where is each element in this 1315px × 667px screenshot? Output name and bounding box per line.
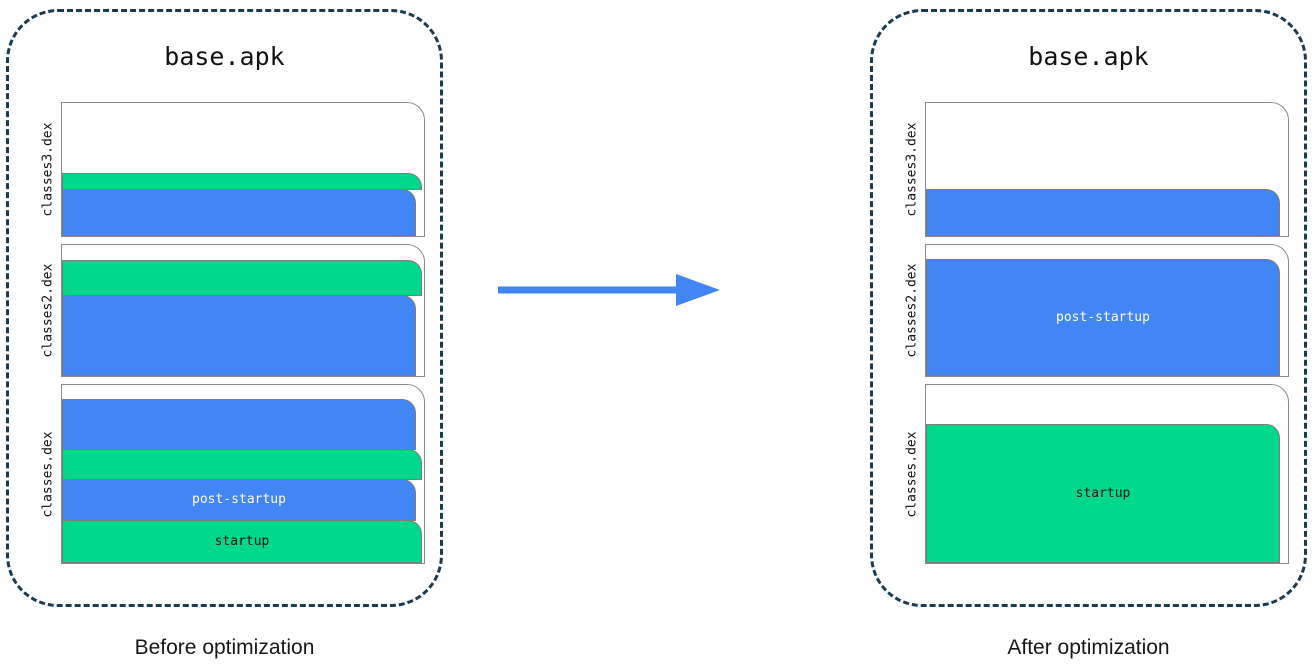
dex-bands (926, 103, 1288, 236)
dex-label-text: classes3.dex (904, 122, 920, 217)
dex-bands: post-startup startup (62, 385, 424, 563)
dex-label-text: classes2.dex (40, 263, 56, 358)
arrow-icon (498, 274, 720, 306)
band-startup (62, 260, 422, 296)
dex-group-after-classes: classes.dex startup (899, 384, 1289, 564)
dex-block-before-classes3 (61, 102, 425, 237)
dex-group-after-classes3: classes3.dex (899, 102, 1289, 237)
band-startup: startup (926, 424, 1280, 563)
band-label: post-startup (192, 492, 286, 508)
dex-label-after-classes: classes.dex (899, 384, 925, 564)
band-post-startup: post-startup (62, 478, 416, 522)
dex-label-text: classes.dex (40, 430, 56, 518)
dex-label-before-classes3: classes3.dex (35, 102, 61, 237)
band-post-startup: post-startup (926, 259, 1280, 376)
dex-label-before-classes2: classes2.dex (35, 244, 61, 377)
dex-group-before-classes2: classes2.dex (35, 244, 425, 377)
dex-label-text: classes2.dex (904, 263, 920, 358)
band-startup: startup (62, 520, 422, 563)
caption-before: Before optimization (134, 636, 315, 659)
dex-group-before-classes: classes.dex post-startup startup (35, 384, 425, 564)
dex-label-text: classes3.dex (40, 122, 56, 217)
dex-label-after-classes3: classes3.dex (899, 102, 925, 237)
apk-panel-after: base.apk classes3.dex classes2.dex (870, 9, 1307, 607)
dex-block-after-classes: startup (925, 384, 1289, 564)
band-post-startup (926, 189, 1280, 236)
dex-bands (62, 245, 424, 376)
dex-group-before-classes3: classes3.dex (35, 102, 425, 237)
dex-bands: startup (926, 385, 1288, 563)
band-blue-upper (62, 398, 416, 451)
band-startup (62, 173, 422, 191)
dex-block-after-classes2: post-startup (925, 244, 1289, 377)
band-post-startup (62, 189, 416, 236)
dex-block-before-classes2 (61, 244, 425, 377)
dex-bands (62, 103, 424, 236)
transition-arrow (498, 270, 720, 310)
apk-panel-before: base.apk classes3.dex classes2.dex (6, 9, 443, 607)
dex-bands: post-startup (926, 245, 1288, 376)
band-label: startup (214, 534, 270, 550)
dex-block-after-classes3 (925, 102, 1289, 237)
apk-title-before: base.apk (164, 42, 285, 71)
band-label: startup (1075, 486, 1131, 502)
band-post-startup (62, 294, 416, 376)
dex-label-after-classes2: classes2.dex (899, 244, 925, 377)
dex-group-after-classes2: classes2.dex post-startup (899, 244, 1289, 377)
caption-after: After optimization (1007, 636, 1170, 659)
dex-label-text: classes.dex (904, 430, 920, 518)
band-green-upper (62, 449, 422, 480)
dex-label-before-classes: classes.dex (35, 384, 61, 564)
band-label: post-startup (1056, 310, 1150, 326)
dex-block-before-classes: post-startup startup (61, 384, 425, 564)
apk-title-after: base.apk (1028, 42, 1149, 71)
